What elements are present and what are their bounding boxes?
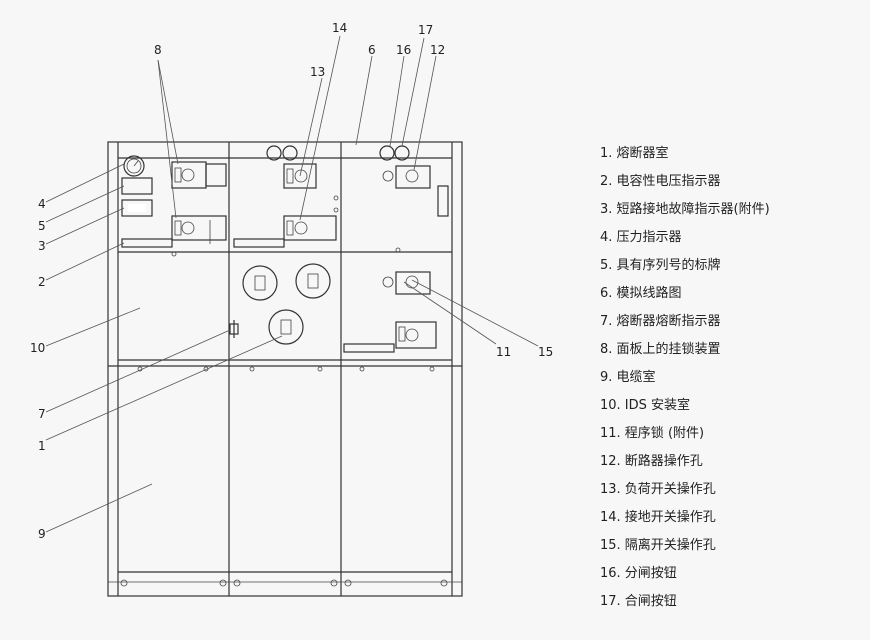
legend-item: 5. 具有序列号的标牌 [600, 258, 721, 273]
serial-nameplate [121, 177, 153, 195]
col2-devices [233, 163, 339, 248]
callout-9: 9 [38, 527, 46, 541]
legend-item: 17. 合闸按钮 [600, 594, 677, 609]
callout-8: 8 [154, 43, 162, 57]
callout-4: 4 [38, 197, 46, 211]
legend-item: 9. 电缆室 [600, 370, 656, 385]
callout-11: 11 [496, 345, 511, 359]
legend-list: 1. 熔断器室 2. 电容性电压指示器 3. 短路接地故障指示器(附件) 4. … [600, 140, 862, 616]
callout-6: 6 [368, 43, 376, 57]
legend-item: 8. 面板上的挂锁装置 [600, 342, 721, 357]
callout-13: 13 [310, 65, 325, 79]
callout-2: 2 [38, 275, 46, 289]
callout-5: 5 [38, 219, 46, 233]
callout-12: 12 [430, 43, 445, 57]
legend-item: 12. 断路器操作孔 [600, 454, 703, 469]
legend-item: 2. 电容性电压指示器 [600, 174, 721, 189]
pressure-gauge [123, 155, 145, 177]
legend-item: 4. 压力指示器 [600, 230, 682, 245]
callout-14: 14 [332, 21, 347, 35]
legend-item: 16. 分闸按钮 [600, 566, 677, 581]
legend-item: 11. 程序锁 (附件) [600, 426, 705, 441]
callout-16: 16 [396, 43, 411, 57]
legend-item: 13. 负荷开关操作孔 [600, 482, 716, 497]
leader-lines [45, 35, 539, 533]
fault-indicator [121, 199, 153, 217]
col1-devices [121, 161, 227, 257]
legend-item: 7. 熔断器熔断指示器 [600, 314, 721, 329]
legend-item: 14. 接地开关操作孔 [600, 510, 716, 525]
cabinet-outline [107, 141, 463, 597]
legend-item: 1. 熔断器室 [600, 146, 669, 161]
callout-1: 1 [38, 439, 46, 453]
legend-item: 10. IDS 安装室 [600, 398, 691, 413]
legend-item: 6. 模拟线路图 [600, 286, 682, 301]
col3-devices [343, 165, 449, 353]
legend-item: 3. 短路接地故障指示器(附件) [600, 202, 770, 217]
callout-3: 3 [38, 239, 46, 253]
fuse-holders [229, 263, 331, 345]
callouts: 1 2 3 4 5 6 7 8 9 10 11 12 13 14 15 16 1… [30, 21, 553, 541]
switchgear-diagram: 1 2 3 4 5 6 7 8 9 10 11 12 13 14 15 16 1… [30, 21, 553, 597]
callout-15: 15 [538, 345, 553, 359]
callout-7: 7 [38, 407, 46, 421]
callout-17: 17 [418, 23, 433, 37]
callout-10: 10 [30, 341, 45, 355]
legend-item: 15. 隔离开关操作孔 [600, 538, 716, 553]
screws [120, 366, 448, 587]
